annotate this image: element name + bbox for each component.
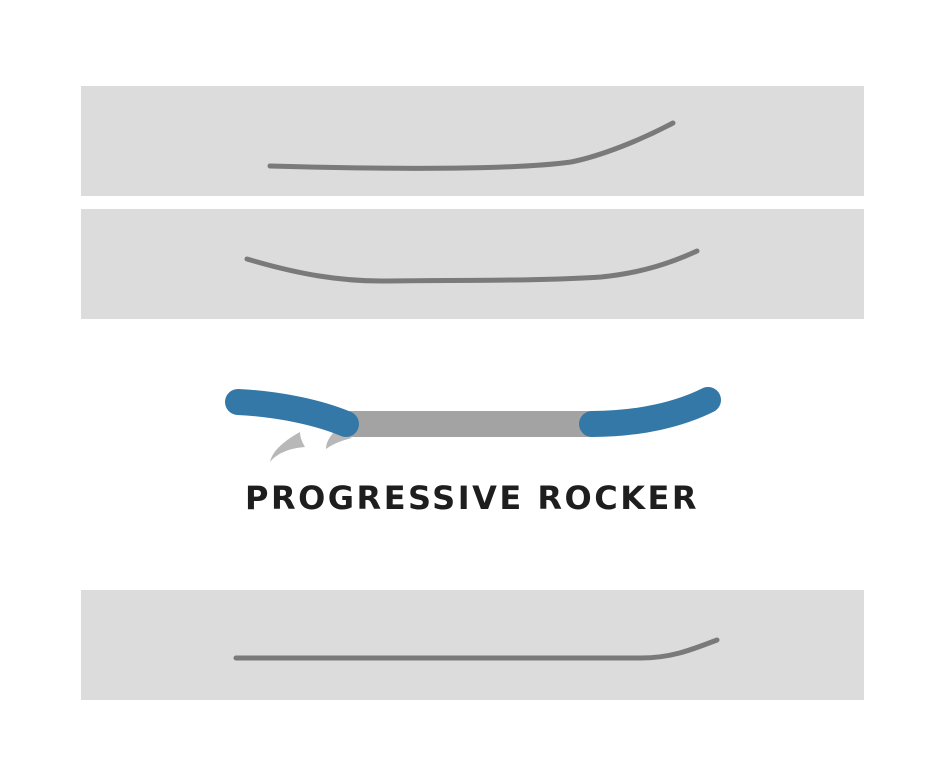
rocker-profile-line-3 [233,637,720,661]
nose-rocker-highlight [579,387,721,437]
profile-band-1 [81,86,864,196]
profile-band-3 [81,590,864,700]
profile-band-2 [81,209,864,319]
caption-title: PROGRESSIVE ROCKER [244,479,699,517]
tail-rocker-highlight [225,389,359,437]
rocker-profile-line-2 [244,248,700,284]
rocker-profile-line-1 [267,120,676,171]
